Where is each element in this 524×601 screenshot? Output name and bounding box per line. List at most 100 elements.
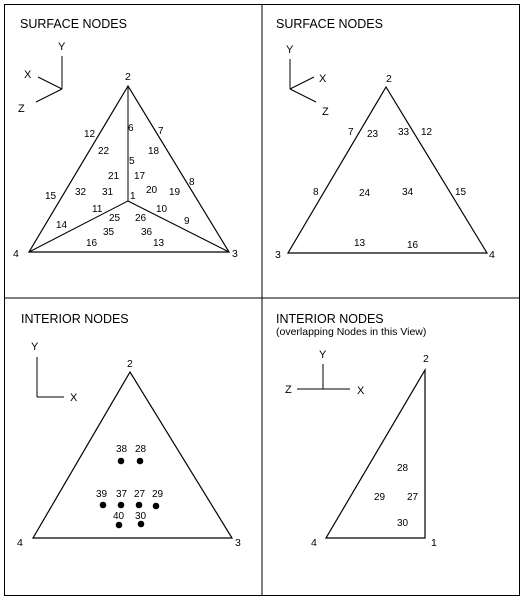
z-axis-line: [35, 88, 63, 103]
node-label: 1: [130, 191, 136, 202]
node-label: 15: [455, 187, 467, 198]
node-label: 32: [75, 187, 87, 198]
panel-3-axes: Y X: [31, 341, 78, 404]
y-axis-label: Y: [286, 44, 294, 56]
node-label: 10: [156, 204, 168, 215]
element-triangle: [27, 84, 231, 253]
corner-node-right: 1: [431, 537, 437, 549]
panel-1-axes: Y X Z: [18, 41, 66, 115]
corner-node-right: 3: [235, 537, 241, 549]
x-axis-label: X: [24, 69, 32, 81]
node-label: 7: [158, 126, 164, 137]
node-label: 34: [402, 187, 414, 198]
panel-4-subtitle: (overlapping Nodes in this View): [276, 326, 426, 338]
panel-4-axes: Y Z X: [285, 349, 365, 397]
edge-1-3: [127, 200, 230, 253]
node-dot-30: [137, 520, 145, 528]
panel-surface-nodes-back: SURFACE NODES Y X Z 2 3 4 7 23 33 12 8 2…: [275, 17, 495, 261]
x-axis-line: [37, 76, 63, 90]
corner-node-top: 2: [127, 358, 133, 370]
node-label: 36: [141, 227, 153, 238]
node-label: 17: [134, 171, 146, 182]
panel-4-title: INTERIOR NODES: [276, 312, 384, 326]
panel-2-axes: Y X Z: [286, 44, 329, 118]
corner-node-top: 2: [125, 71, 131, 83]
node-label: 6: [128, 123, 134, 134]
corner-node-left: 4: [311, 537, 317, 549]
panel-3-node-labels: 38 28 39 37 27 29 40 30: [96, 444, 164, 522]
panel-2-title: SURFACE NODES: [276, 17, 383, 31]
outer-frame: [4, 4, 520, 596]
panel-4-node-labels: 28 29 27 30: [374, 463, 419, 529]
node-label: 12: [421, 127, 433, 138]
node-label: 28: [135, 444, 147, 455]
x-axis-label: X: [319, 73, 327, 85]
node-label: 18: [148, 146, 160, 157]
node-dot-38: [117, 457, 125, 465]
z-axis-line: [289, 88, 317, 103]
y-axis-label: Y: [319, 349, 327, 361]
node-label: 30: [135, 511, 147, 522]
element-triangle: [31, 370, 234, 539]
node-label: 24: [359, 188, 371, 199]
y-axis-label: Y: [31, 341, 39, 353]
y-axis-label: Y: [58, 41, 66, 53]
z-axis-label: Z: [18, 103, 25, 115]
panel-1-node-labels: 6 7 12 22 18 5 8 21 17 15 32 31 20 19 1 …: [45, 123, 195, 249]
node-label: 15: [45, 191, 57, 202]
node-label: 35: [103, 227, 115, 238]
panel-interior-nodes-side: INTERIOR NODES (overlapping Nodes in thi…: [276, 312, 437, 549]
node-label: 31: [102, 187, 114, 198]
node-label: 39: [96, 489, 108, 500]
node-label: 13: [354, 238, 366, 249]
corner-node-right: 4: [489, 249, 495, 261]
node-label: 14: [56, 220, 68, 231]
node-dot-39: [99, 501, 107, 509]
node-label: 12: [84, 129, 96, 140]
node-label: 28: [397, 463, 409, 474]
node-label: 27: [134, 489, 146, 500]
node-label: 13: [153, 238, 165, 249]
x-axis-label: X: [70, 392, 78, 404]
corner-node-left: 4: [13, 248, 19, 260]
corner-node-left: 3: [275, 249, 281, 261]
node-label: 37: [116, 489, 128, 500]
node-label: 16: [86, 238, 98, 249]
node-dot-29: [152, 502, 160, 510]
node-label: 8: [189, 177, 195, 188]
node-label: 22: [98, 146, 110, 157]
element-triangle: [286, 85, 489, 254]
panel-3-title: INTERIOR NODES: [21, 312, 129, 326]
node-label: 33: [398, 127, 410, 138]
node-label: 9: [184, 216, 190, 227]
node-label: 11: [92, 204, 103, 215]
node-dot-37: [117, 501, 125, 509]
node-label: 19: [169, 187, 181, 198]
element-triangle-side: [324, 367, 426, 539]
panel-3-node-dots: [99, 457, 160, 529]
node-dot-28: [136, 457, 144, 465]
node-label: 7: [348, 127, 354, 138]
node-label: 8: [313, 187, 319, 198]
node-label: 29: [374, 492, 386, 503]
node-label: 21: [108, 171, 120, 182]
panel-1-title: SURFACE NODES: [20, 17, 127, 31]
node-dot-40: [115, 521, 123, 529]
node-label: 38: [116, 444, 128, 455]
node-label: 16: [407, 240, 419, 251]
node-dot-27: [135, 501, 143, 509]
node-label: 40: [113, 511, 125, 522]
panel-interior-nodes-front: INTERIOR NODES Y X 2 4 3 38 28 39 37 27: [17, 312, 241, 549]
corner-node-left: 4: [17, 537, 23, 549]
z-axis-label: Z: [322, 106, 329, 118]
node-label: 23: [367, 129, 379, 140]
node-label: 29: [152, 489, 164, 500]
node-label: 5: [129, 156, 135, 167]
x-axis-label: X: [357, 385, 365, 397]
node-label: 26: [135, 213, 147, 224]
x-axis-line: [289, 76, 315, 90]
edge-1-4: [28, 200, 129, 253]
z-axis-label: Z: [285, 384, 292, 396]
node-label: 20: [146, 185, 158, 196]
